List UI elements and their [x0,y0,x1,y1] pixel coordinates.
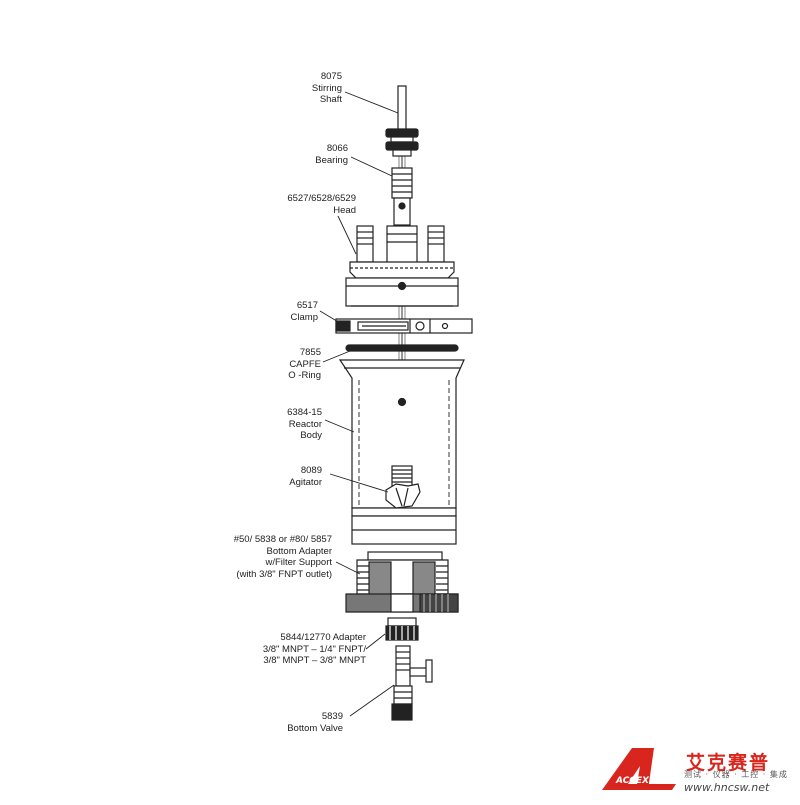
bottom-valve-part [391,645,433,721]
bottom-adapter-part [345,551,459,613]
clamp-part [335,318,473,334]
leader-lines [319,91,399,717]
agitator-part [385,465,421,509]
reactor-body-part [338,359,465,545]
head-part [345,225,459,307]
accexp-logo-mark: ACCEXP [602,748,676,790]
logo-url: www.hncsw.net [684,781,770,794]
adapter-part [385,617,419,641]
logo-tagline-cn: 测试 · 仪器 · 工控 · 集成 [684,770,788,779]
logo-brand-cn: 艾克赛普 [686,752,771,774]
o-ring-part [345,344,459,352]
logo-letters: ACCEXP [615,776,656,786]
top-fitting-part [385,128,419,157]
